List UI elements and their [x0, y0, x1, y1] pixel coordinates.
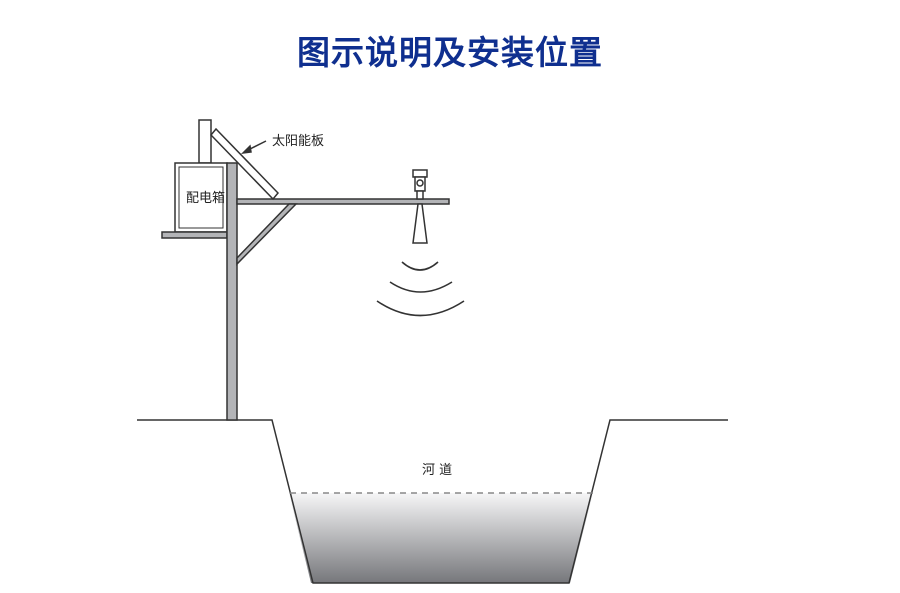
river-label: 河 道: [422, 463, 452, 478]
radar-sensor: [412, 169, 428, 244]
solar-panel: [209, 127, 280, 201]
solar-panel-label: 太阳能板: [272, 134, 324, 149]
radar-waves: [376, 261, 465, 317]
riverbank: [137, 419, 728, 584]
pole: [226, 162, 238, 421]
arm: [236, 198, 450, 205]
water: [289, 493, 593, 583]
page-title: 图示说明及安装位置: [297, 33, 603, 72]
distribution-box-label: 配电箱: [186, 190, 225, 206]
brace: [236, 203, 298, 266]
shelf: [161, 231, 228, 239]
chimney: [198, 119, 212, 164]
